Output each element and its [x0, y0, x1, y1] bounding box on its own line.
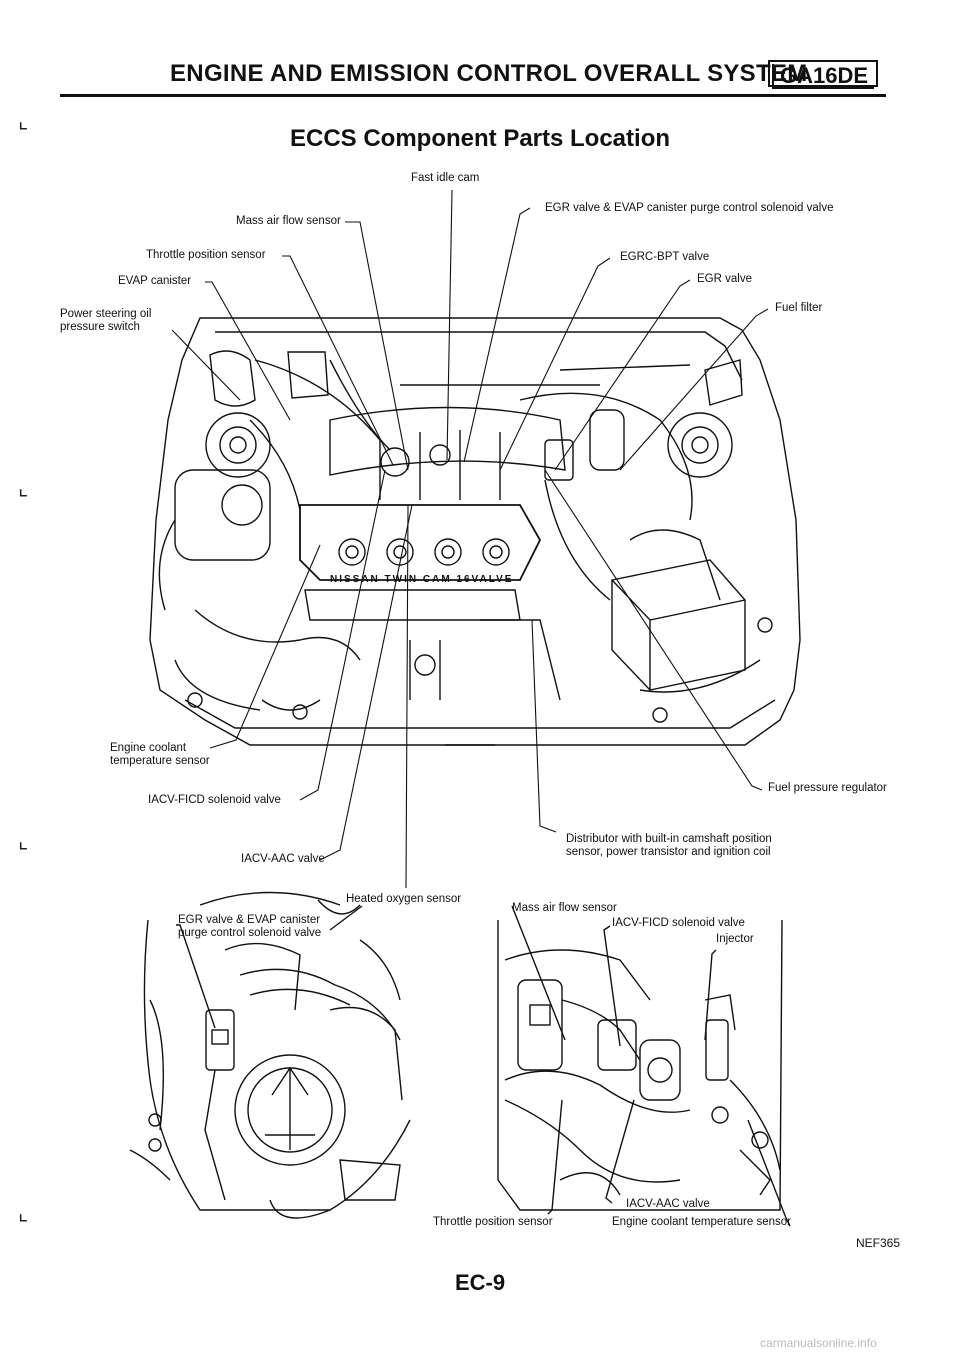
watermark-text: carmanualsonline.info — [760, 1336, 877, 1350]
detail-label-mass-air-flow-sensor: Mass air flow sensor — [512, 902, 617, 914]
label-heated-oxygen-sensor: Heated oxygen sensor — [346, 893, 462, 905]
label-mass-air-flow-sensor: Mass air flow sensor — [236, 215, 341, 227]
header-rule — [60, 94, 886, 97]
detail-label-throttle-position-sensor: Throttle position sensor — [433, 1216, 553, 1228]
binder-mark: ⌞ — [18, 828, 29, 853]
detail-label-injector: Injector — [716, 933, 754, 945]
engine-cover-lettering: NISSAN TWIN CAM 16VALVE — [330, 574, 514, 585]
label-egrc-bpt-valve: EGRC-BPT valve — [620, 251, 710, 263]
label-egr-valve: EGR valve — [697, 273, 752, 285]
engine-bay-drawing — [149, 317, 801, 746]
label-engine-coolant-sensor-line1: Engine coolant — [110, 742, 187, 754]
leader-lines — [171, 189, 769, 889]
right-detail-drawing — [497, 905, 791, 1227]
label-power-steering-switch-line1: Power steering oil — [60, 308, 152, 320]
label-evap-canister: EVAP canister — [118, 275, 192, 287]
page-title: ECCS Component Parts Location — [289, 125, 671, 152]
binder-mark: ⌞ — [18, 108, 29, 133]
label-fuel-pressure-regulator: Fuel pressure regulator — [768, 782, 887, 794]
engine-code-badge: GA16DE — [768, 60, 878, 89]
page-number: EC-9 — [454, 1270, 506, 1295]
detail-label-engine-coolant-sensor: Engine coolant temperature sensor — [612, 1216, 791, 1228]
detail-label-iacv-ficd: IACV-FICD solenoid valve — [612, 917, 745, 929]
binder-mark: ⌞ — [18, 1200, 29, 1225]
figure-reference: NEF365 — [856, 1236, 901, 1250]
label-distributor-line1: Distributor with built-in camshaft posit… — [566, 833, 772, 845]
label-fuel-filter: Fuel filter — [775, 302, 823, 314]
section-title: ENGINE AND EMISSION CONTROL OVERALL SYST… — [170, 60, 808, 87]
binder-mark: ⌞ — [18, 475, 29, 500]
label-engine-coolant-sensor-line2: temperature sensor — [110, 755, 210, 767]
label-power-steering-switch-line2: pressure switch — [60, 321, 140, 333]
label-egr-evap-solenoid: EGR valve & EVAP canister purge control … — [545, 202, 834, 214]
label-distributor-line2: sensor, power transistor and ignition co… — [566, 846, 771, 858]
label-iacv-aac-valve: IACV-AAC valve — [241, 853, 325, 865]
detail-label-iacv-aac: IACV-AAC valve — [626, 1198, 710, 1210]
label-throttle-position-sensor: Throttle position sensor — [146, 249, 266, 261]
label-iacv-ficd-solenoid-valve: IACV-FICD solenoid valve — [148, 794, 281, 806]
detail-label-egr-evap-line1: EGR valve & EVAP canister — [178, 914, 321, 926]
label-fast-idle-cam: Fast idle cam — [411, 172, 480, 184]
detail-label-egr-evap-line2: purge control solenoid valve — [178, 927, 322, 939]
left-detail-drawing — [129, 891, 411, 1219]
